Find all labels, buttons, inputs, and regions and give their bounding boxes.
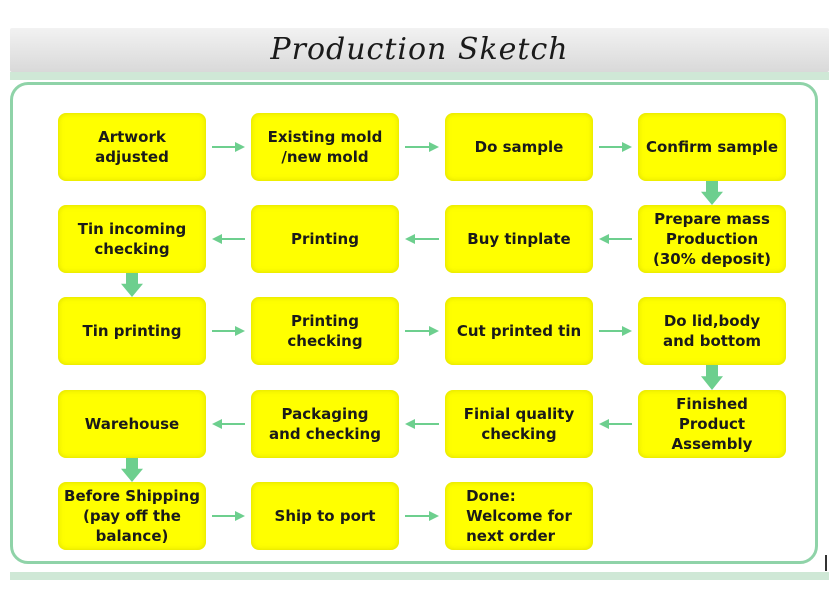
step-finished-assembly: Finished Product Assembly bbox=[638, 390, 786, 458]
arrow-head bbox=[405, 419, 415, 429]
step-final-quality: Finial quality checking bbox=[445, 390, 593, 458]
step-label: Confirm sample bbox=[645, 138, 779, 156]
step-label: Tin printing bbox=[82, 322, 182, 340]
step-warehouse: Warehouse bbox=[58, 390, 206, 458]
step-buy-tinplate: Buy tinplate bbox=[445, 205, 593, 273]
arrow-head bbox=[212, 419, 222, 429]
step-before-shipping: Before Shipping (pay off the balance) bbox=[58, 482, 206, 550]
step-label: Buy tinplate bbox=[467, 230, 571, 248]
arrow-head bbox=[622, 326, 632, 336]
step-label: Packaging and checking bbox=[269, 405, 381, 443]
step-printing-checking: Printing checking bbox=[251, 297, 399, 365]
down-arrow bbox=[701, 181, 723, 205]
step-label: Artwork adjusted bbox=[95, 128, 169, 166]
edge-mark bbox=[825, 555, 827, 571]
step-label: Prepare mass Production (30% deposit) bbox=[652, 210, 772, 268]
step-label: Ship to port bbox=[274, 507, 376, 525]
bottom-strip bbox=[10, 572, 829, 580]
arrow-head bbox=[235, 511, 245, 521]
arrow-head bbox=[212, 234, 222, 244]
step-label: Tin incoming checking bbox=[77, 220, 187, 258]
step-label: Warehouse bbox=[84, 415, 180, 433]
step-tin-incoming: Tin incoming checking bbox=[58, 205, 206, 273]
step-label: Cut printed tin bbox=[456, 322, 582, 340]
step-done: Done: Welcome for next order bbox=[445, 482, 593, 550]
step-label: Do lid,body and bottom bbox=[662, 312, 762, 350]
arrow-head bbox=[429, 511, 439, 521]
down-arrow bbox=[701, 365, 723, 390]
arrow-head bbox=[599, 419, 609, 429]
step-artwork: Artwork adjusted bbox=[58, 113, 206, 181]
step-label: Finished Product Assembly bbox=[671, 395, 753, 453]
arrow-head bbox=[235, 142, 245, 152]
arrow-head bbox=[429, 142, 439, 152]
step-lid-body-bottom: Do lid,body and bottom bbox=[638, 297, 786, 365]
down-arrow bbox=[121, 458, 143, 482]
step-label: Done: Welcome for next order bbox=[466, 487, 572, 545]
step-ship-to-port: Ship to port bbox=[251, 482, 399, 550]
step-confirm-sample: Confirm sample bbox=[638, 113, 786, 181]
step-label: Printing checking bbox=[287, 312, 363, 350]
title-underline-strip bbox=[10, 72, 829, 80]
step-prepare-mass: Prepare mass Production (30% deposit) bbox=[638, 205, 786, 273]
arrow-head bbox=[405, 234, 415, 244]
step-label: Finial quality checking bbox=[463, 405, 575, 443]
step-label: Printing bbox=[291, 230, 359, 248]
step-label: Before Shipping (pay off the balance) bbox=[64, 487, 200, 545]
arrow-head bbox=[429, 326, 439, 336]
title-bar: Production Sketch bbox=[10, 28, 829, 72]
arrow-head bbox=[235, 326, 245, 336]
step-do-sample: Do sample bbox=[445, 113, 593, 181]
step-cut-printed-tin: Cut printed tin bbox=[445, 297, 593, 365]
arrow-head bbox=[622, 142, 632, 152]
step-mold: Existing mold /new mold bbox=[251, 113, 399, 181]
down-arrow bbox=[121, 273, 143, 297]
diagram-title: Production Sketch bbox=[270, 32, 569, 67]
step-packaging: Packaging and checking bbox=[251, 390, 399, 458]
step-tin-printing: Tin printing bbox=[58, 297, 206, 365]
arrow-head bbox=[599, 234, 609, 244]
step-label: Do sample bbox=[474, 138, 564, 156]
step-printing: Printing bbox=[251, 205, 399, 273]
step-label: Existing mold /new mold bbox=[267, 128, 383, 166]
